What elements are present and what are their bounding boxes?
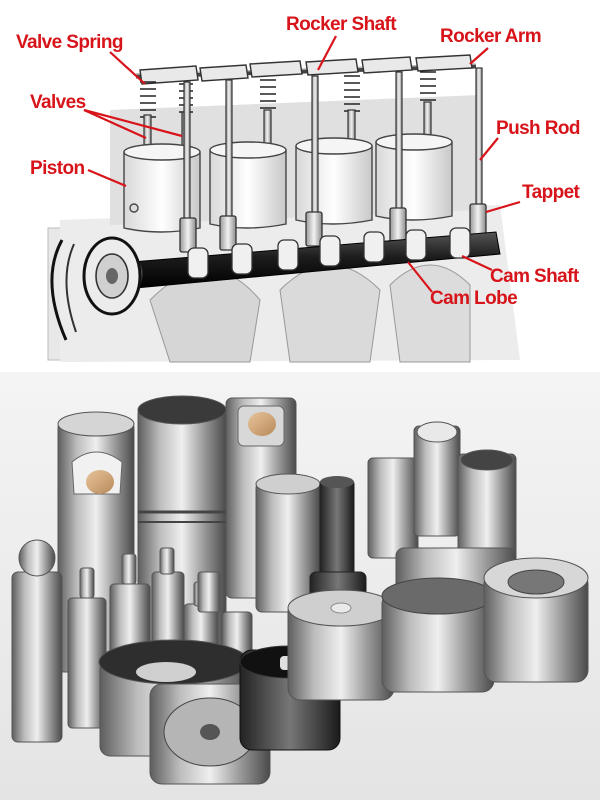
label-valve-spring: Valve Spring [16, 32, 123, 53]
label-rocker-arm: Rocker Arm [440, 26, 541, 47]
lifter-roller-right [367, 421, 517, 601]
label-rocker-shaft: Rocker Shaft [286, 14, 397, 35]
rocker-arms [139, 54, 473, 85]
tappets [179, 203, 487, 253]
lifters-photo [0, 372, 600, 800]
label-valves: Valves [30, 92, 86, 113]
label-tappet: Tappet [522, 182, 581, 203]
label-cam-shaft: Cam Shaft [490, 266, 580, 287]
bucket-tappet-flat [381, 577, 495, 693]
bucket-tappet-front [287, 589, 395, 701]
callout-labels: Valve Spring Rocker Shaft Rocker Arm Val… [16, 14, 581, 309]
engine-block [47, 95, 520, 363]
bucket-tappet-shim [483, 557, 589, 683]
lifter-ball-top [11, 539, 63, 743]
cam-lobes [187, 227, 471, 279]
label-piston: Piston [30, 158, 84, 179]
leader-lines [83, 35, 521, 293]
valve-train-diagram: Valve Spring Rocker Shaft Rocker Arm Val… [0, 0, 600, 372]
label-cam-lobe: Cam Lobe [430, 288, 517, 309]
label-push-rod: Push Rod [496, 118, 580, 139]
